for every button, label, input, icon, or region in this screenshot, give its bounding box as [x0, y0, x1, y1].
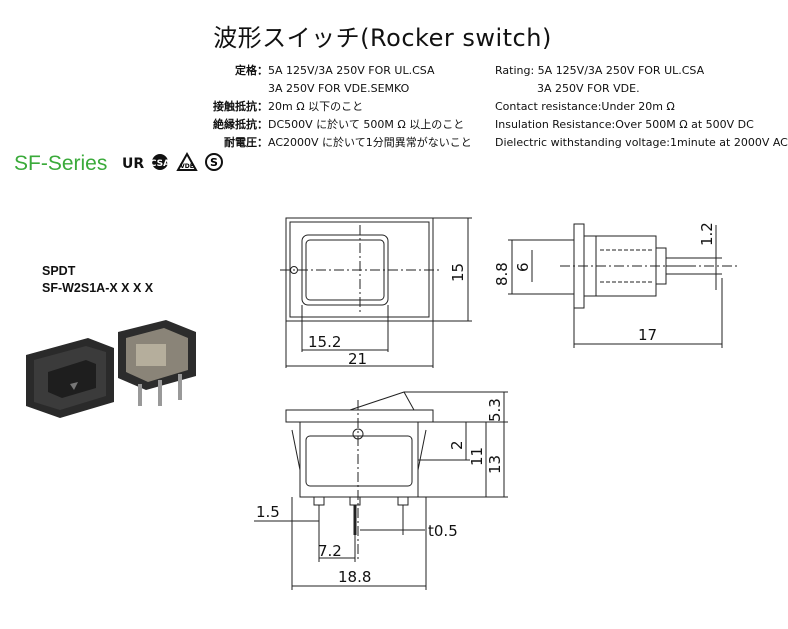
dim-11: 11 — [468, 447, 486, 466]
spec-row: 3A 250V FOR VDE.SEMKO — [268, 82, 410, 95]
csa-cert-icon: CSA — [150, 152, 170, 176]
dim-13: 13 — [486, 455, 504, 474]
dim-18-8: 18.8 — [338, 568, 371, 586]
svg-text:VDE: VDE — [180, 163, 194, 170]
model-type: SPDT — [42, 264, 76, 278]
dim-6: 6 — [514, 262, 532, 272]
spec-line: Insulation Resistance:Over 500M Ω at 500… — [495, 118, 754, 131]
svg-text:CSA: CSA — [150, 159, 170, 169]
side-view — [508, 223, 740, 348]
spec-line: Dielectric withstanding voltage:1minute … — [495, 136, 788, 149]
dim-1-2: 1.2 — [698, 222, 716, 246]
spec-english: Rating: 5A 125V/3A 250V FOR UL.CSA 3A 25… — [495, 62, 788, 152]
dim-2: 2 — [448, 440, 466, 450]
dim-21: 21 — [348, 350, 367, 368]
vde-cert-icon: VDE — [176, 151, 198, 176]
series-label: SF-Series — [14, 152, 108, 175]
front-view — [280, 217, 472, 368]
spec-line: Contact resistance:Under 20m Ω — [495, 100, 675, 113]
spec-row: 耐電圧：AC2000V に於いて1分間異常がないこと — [224, 136, 472, 149]
dim-1-5: 1.5 — [256, 503, 280, 521]
page-title: 波形スイッチ(Rocker switch) — [213, 24, 552, 52]
model-number: SF-W2S1A-X X X X — [42, 281, 154, 295]
dim-17: 17 — [638, 326, 657, 344]
ur-cert-icon: UR — [122, 156, 145, 172]
model-label: SPDT SF-W2S1A-X X X X — [42, 263, 153, 297]
spec-japanese: 定格：5A 125V/3A 250V FOR UL.CSA 3A 250V FO… — [198, 62, 472, 152]
profile-view — [254, 391, 508, 590]
dim-15-2: 15.2 — [308, 333, 341, 351]
technical-drawing: 15.2 21 15 8.8 6 1.2 17 5.3 2 11 13 1.5 … — [254, 217, 740, 590]
spec-row: 定格：5A 125V/3A 250V FOR UL.CSA — [235, 64, 435, 77]
cert-marks: UR CSA VDE S — [122, 151, 224, 176]
dim-15: 15 — [449, 263, 467, 282]
spec-row: 絶縁抵抗：DC500V に於いて 500M Ω 以上のこと — [213, 118, 465, 131]
dim-8-8: 8.8 — [493, 262, 511, 286]
spec-line: 3A 250V FOR VDE. — [495, 82, 640, 95]
semko-cert-icon: S — [204, 152, 224, 176]
dim-7-2: 7.2 — [318, 542, 342, 560]
spec-row: 接触抵抗：20m Ω 以下のこと — [213, 100, 364, 113]
dim-t0-5: t0.5 — [428, 522, 458, 540]
dim-5-3: 5.3 — [486, 398, 504, 422]
svg-text:S: S — [210, 156, 218, 169]
spec-line: Rating: 5A 125V/3A 250V FOR UL.CSA — [495, 64, 705, 77]
product-photo — [26, 320, 196, 418]
